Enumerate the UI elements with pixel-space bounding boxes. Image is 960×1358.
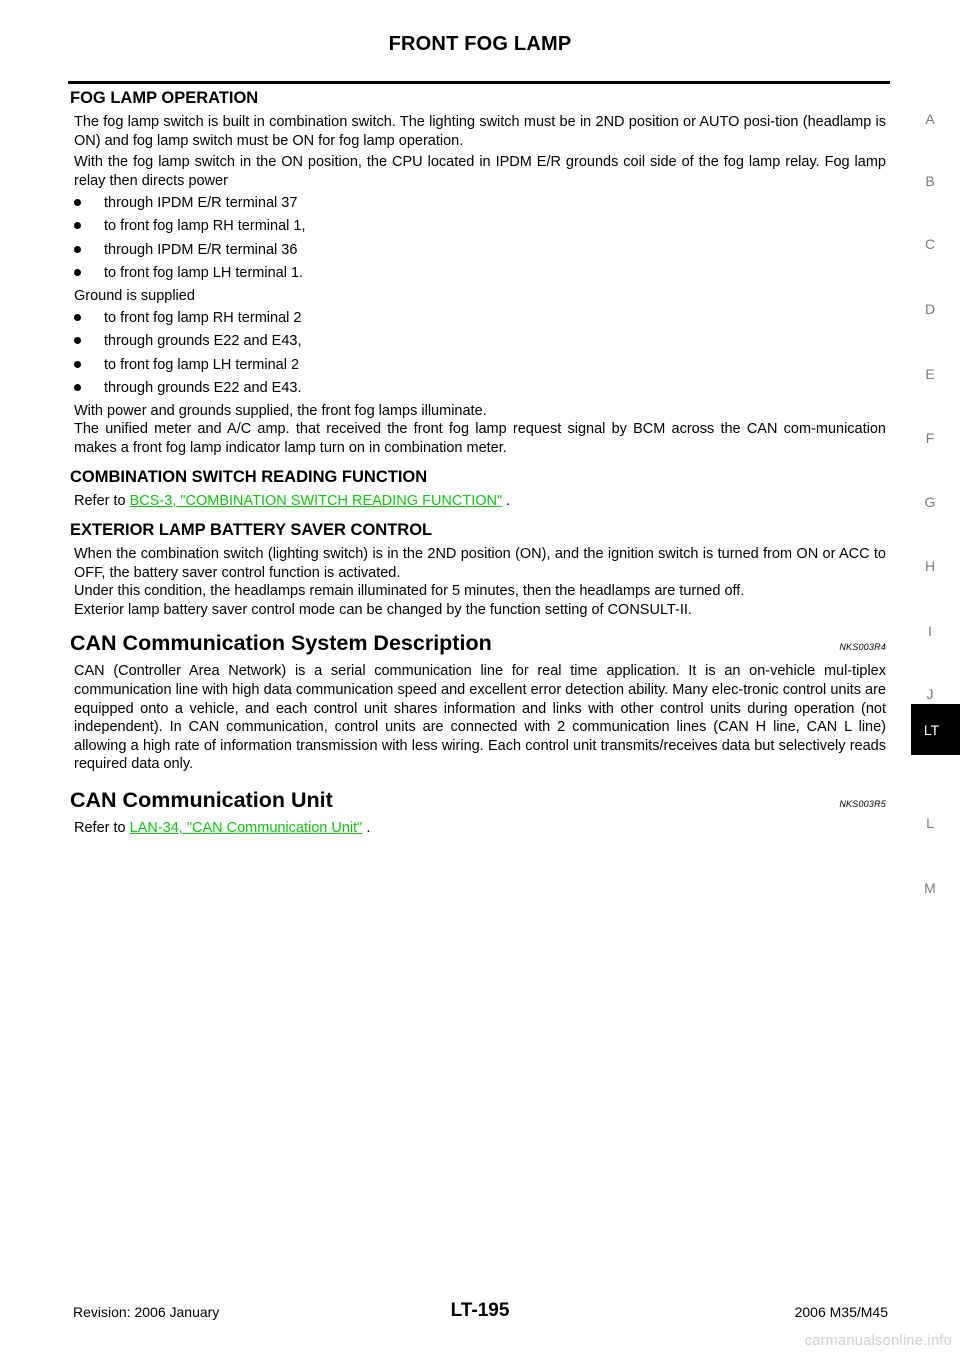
- index-letter-c[interactable]: C: [924, 236, 936, 252]
- combination-switch-reference: Refer to BCS-3, "COMBINATION SWITCH READ…: [74, 492, 511, 509]
- bullet-icon: [74, 222, 81, 230]
- index-letter-m[interactable]: M: [924, 880, 936, 896]
- can-unit-reference: Refer to LAN-34, "CAN Communication Unit…: [74, 820, 371, 837]
- fog-lamp-paragraph-4: The unified meter and A/C amp. that rece…: [74, 421, 886, 456]
- index-letter-b[interactable]: B: [925, 173, 935, 189]
- header-rule: [68, 81, 890, 84]
- bcs-3-link[interactable]: BCS-3, "COMBINATION SWITCH READING FUNCT…: [129, 492, 503, 509]
- page-number: LT-195: [450, 1300, 510, 1321]
- list-item: to front fog lamp LH terminal 2: [74, 356, 886, 375]
- index-letter-i[interactable]: I: [928, 623, 932, 639]
- can-description-paragraph: CAN (Controller Area Network) is a seria…: [74, 663, 886, 773]
- can-unit-heading: CAN Communication Unit: [70, 788, 333, 813]
- index-letter-a[interactable]: A: [925, 111, 935, 127]
- watermark: carmanualsonline.info: [804, 1333, 952, 1349]
- power-bullet-list: through IPDM E/R terminal 37 to front fo…: [74, 194, 886, 282]
- index-letter-l[interactable]: L: [926, 815, 934, 831]
- page-content: FOG LAMP OPERATION The fog lamp switch i…: [70, 88, 886, 838]
- ground-intro: Ground is supplied: [74, 287, 195, 304]
- bullet-icon: [74, 314, 81, 322]
- fog-lamp-paragraph-2: With the fog lamp switch in the ON posit…: [74, 154, 886, 189]
- bullet-icon: [74, 337, 81, 345]
- bullet-icon: [74, 268, 81, 276]
- battery-saver-paragraph-3: Exterior lamp battery saver control mode…: [74, 601, 692, 618]
- section-code: NKS003R5: [839, 799, 886, 810]
- section-code: NKS003R4: [839, 642, 886, 653]
- index-letter-j[interactable]: J: [926, 686, 934, 702]
- section-heading-combination-switch: COMBINATION SWITCH READING FUNCTION: [70, 467, 428, 486]
- list-item: to front fog lamp RH terminal 1,: [74, 217, 886, 236]
- section-heading-fog-lamp-operation: FOG LAMP OPERATION: [70, 89, 259, 107]
- section-heading-battery-saver: EXTERIOR LAMP BATTERY SAVER CONTROL: [70, 521, 433, 540]
- index-letter-h[interactable]: H: [924, 558, 936, 574]
- index-letter-f[interactable]: F: [925, 430, 935, 446]
- bullet-icon: [74, 360, 81, 368]
- index-letter-e[interactable]: E: [925, 366, 935, 382]
- list-item: to front fog lamp LH terminal 1.: [74, 264, 886, 283]
- list-item: to front fog lamp RH terminal 2: [74, 309, 886, 328]
- fog-lamp-paragraph-1: The fog lamp switch is built in combinat…: [74, 114, 886, 149]
- revision-label: Revision: 2006 January: [73, 1304, 220, 1320]
- lan-34-link[interactable]: LAN-34, "CAN Communication Unit": [129, 820, 363, 837]
- bullet-icon: [74, 245, 81, 253]
- list-item: through grounds E22 and E43.: [74, 379, 886, 398]
- page-title: FRONT FOG LAMP: [388, 33, 572, 55]
- section-index: A B C D E F G H I J LT L M: [910, 0, 960, 1358]
- list-item: through IPDM E/R terminal 36: [74, 241, 886, 260]
- can-unit-heading-row: CAN Communication Unit NKS003R5: [70, 786, 886, 814]
- list-item: through IPDM E/R terminal 37: [74, 194, 886, 213]
- can-description-heading-row: CAN Communication System Description NKS…: [70, 629, 886, 657]
- can-description-heading: CAN Communication System Description: [70, 631, 492, 656]
- battery-saver-paragraph-1: When the combination switch (lighting sw…: [74, 546, 886, 581]
- model-label: 2006 M35/M45: [794, 1304, 888, 1320]
- index-letter-g[interactable]: G: [924, 494, 936, 510]
- bullet-icon: [74, 383, 81, 391]
- index-letter-d[interactable]: D: [924, 301, 936, 317]
- list-item: through grounds E22 and E43,: [74, 332, 886, 351]
- page-footer: Revision: 2006 January LT-195 2006 M35/M…: [0, 1300, 960, 1325]
- bullet-icon: [74, 199, 81, 207]
- index-tab-lt-active[interactable]: LT: [911, 704, 960, 755]
- battery-saver-paragraph-2: Under this condition, the headlamps rema…: [74, 583, 745, 600]
- fog-lamp-paragraph-3: With power and grounds supplied, the fro…: [74, 402, 487, 419]
- ground-bullet-list: to front fog lamp RH terminal 2 through …: [74, 309, 886, 397]
